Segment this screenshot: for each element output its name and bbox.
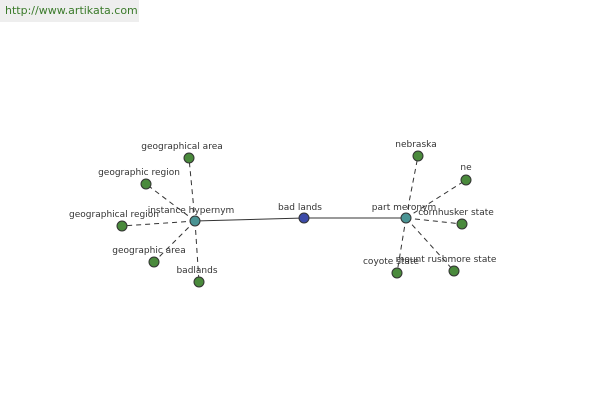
label-part-meronym: part meronym [372,203,436,213]
node-coyote-state[interactable] [391,267,403,279]
label-geographical-region: geographical region [69,210,159,220]
label-center: bad lands [278,203,322,213]
node-badlands[interactable] [193,276,205,288]
node-center[interactable] [298,212,310,224]
edge-part-meronym-nebraska [405,155,419,219]
label-ne: ne [460,163,472,173]
label-instance-hypernym: instance hypernym [148,206,235,216]
edge-center-instance-hypernym [194,217,305,222]
edge-instance-hypernym-geographical-area-1 [188,157,196,222]
node-geographic-region[interactable] [140,178,152,190]
edge-part-meronym-mount-rushmore-state [405,217,455,272]
node-geographic-area[interactable] [148,256,160,268]
edge-instance-hypernym-badlands [194,220,200,283]
edge-part-meronym-cornhusker-state [405,217,463,225]
graph-labels: geographical area geographic region geogra… [69,140,497,276]
node-mount-rushmore-state[interactable] [448,265,460,277]
graph-nodes [116,150,472,288]
label-badlands: badlands [176,266,217,276]
edge-part-meronym-ne [405,179,467,219]
edge-instance-hypernym-geographic-region [145,183,196,222]
node-ne[interactable] [460,174,472,186]
label-mount-rushmore-state: mount rushmore state [396,255,497,265]
node-geographical-area-1[interactable] [183,152,195,164]
label-geographic-area: geographic area [112,246,185,256]
label-nebraska: nebraska [395,140,436,150]
node-nebraska[interactable] [412,150,424,162]
source-link[interactable]: http://www.artikata.com [5,4,138,17]
source-bar: http://www.artikata.com [0,0,139,22]
edge-part-meronym-coyote-state [396,217,407,274]
node-part-meronym[interactable] [400,212,412,224]
node-geographical-region[interactable] [116,220,128,232]
edge-instance-hypernym-geographic-area [153,220,196,263]
node-cornhusker-state[interactable] [456,218,468,230]
label-geographical-area-1: geographical area [141,142,223,152]
label-cornhusker-state: cornhusker state [418,208,494,218]
graph-edges [121,155,467,283]
label-coyote-state: coyote state [363,257,419,267]
edge-instance-hypernym-geographical-region [121,220,196,227]
node-instance-hypernym[interactable] [189,215,201,227]
label-geographic-region: geographic region [98,168,180,178]
